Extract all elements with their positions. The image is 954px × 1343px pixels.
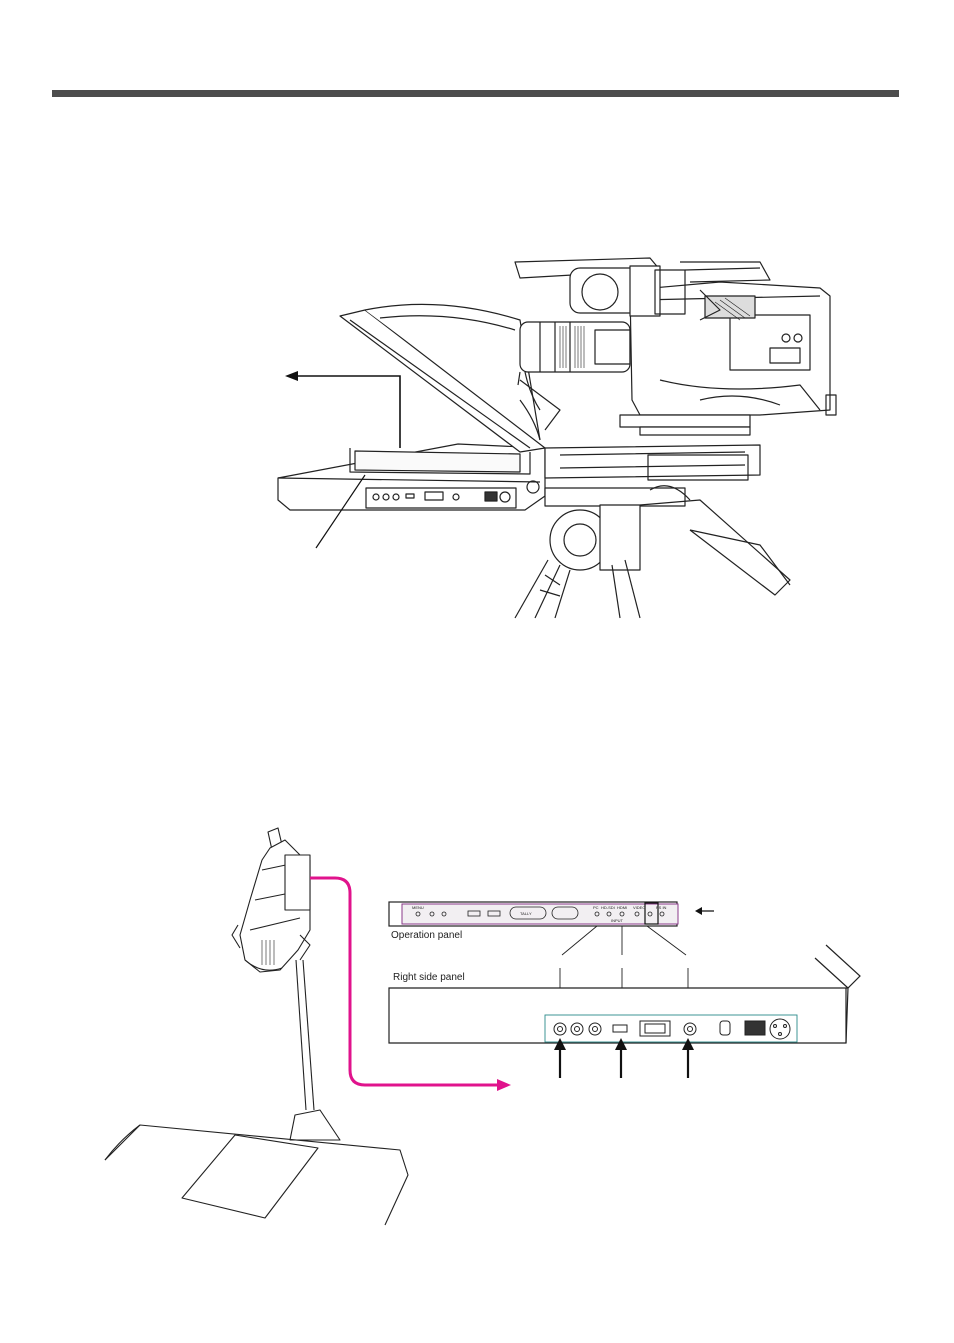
right-side-panel-label: Right side panel — [393, 972, 465, 983]
svg-text:VIDEO: VIDEO — [633, 905, 645, 910]
svg-text:PC: PC — [593, 905, 599, 910]
operation-panel-label: Operation panel — [391, 930, 463, 941]
teleprompter-camera-illustration — [277, 257, 837, 619]
svg-text:HDMI: HDMI — [617, 905, 627, 910]
svg-text:PS IN: PS IN — [656, 905, 667, 910]
tally-marking: TALLY — [520, 911, 532, 916]
top-header-rule — [52, 90, 899, 97]
svg-text:HD-SDI: HD-SDI — [601, 905, 615, 910]
svg-text:INPUT: INPUT — [611, 918, 624, 923]
menu-marking: MENU — [412, 905, 424, 910]
